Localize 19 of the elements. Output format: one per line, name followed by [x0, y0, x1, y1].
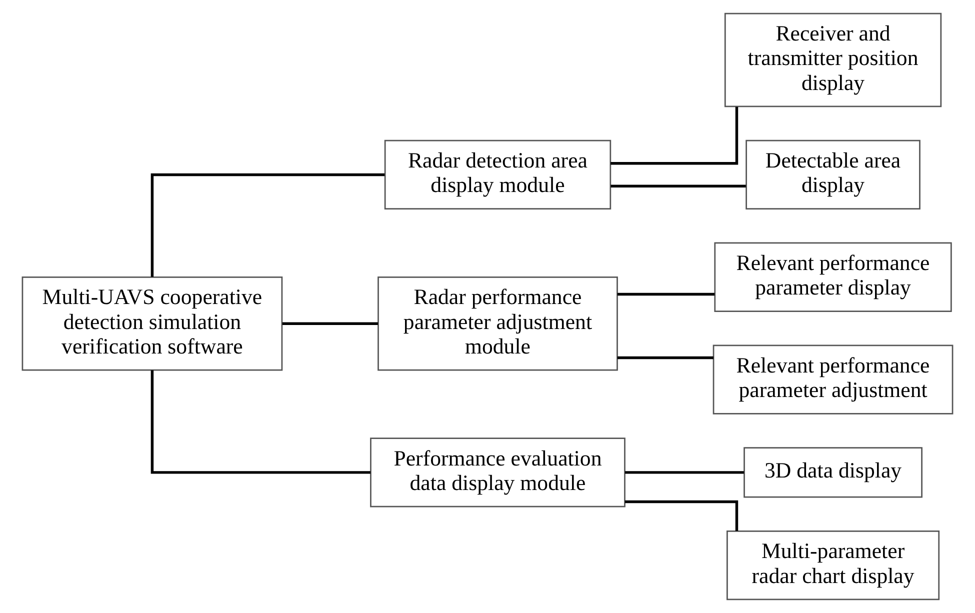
node-box: Relevant performance parameter display: [714, 242, 952, 312]
node-box: Receiver and transmitter position display: [724, 12, 942, 108]
connector: [610, 106, 738, 165]
connector: [617, 292, 715, 296]
node-box: Detectable area display: [746, 140, 920, 210]
node-box: 3D data display: [744, 447, 922, 498]
node-box: Relevant performance parameter adjustment: [712, 344, 954, 414]
connector: [150, 173, 385, 277]
connector: [624, 471, 744, 474]
connector: [282, 322, 378, 325]
node-box: Radar performance parameter adjustment module: [378, 276, 618, 371]
connector: [617, 356, 714, 360]
connector: [150, 370, 371, 474]
connector: [610, 184, 746, 188]
node-box: Multi-parameter radar chart display: [726, 530, 940, 600]
connector: [624, 500, 738, 531]
node-box: Multi-UAVS cooperative detection simulation verification software: [22, 276, 283, 371]
node-box: Radar detection area display module: [384, 140, 612, 210]
node-box: Performance evaluation data display module: [370, 438, 626, 508]
